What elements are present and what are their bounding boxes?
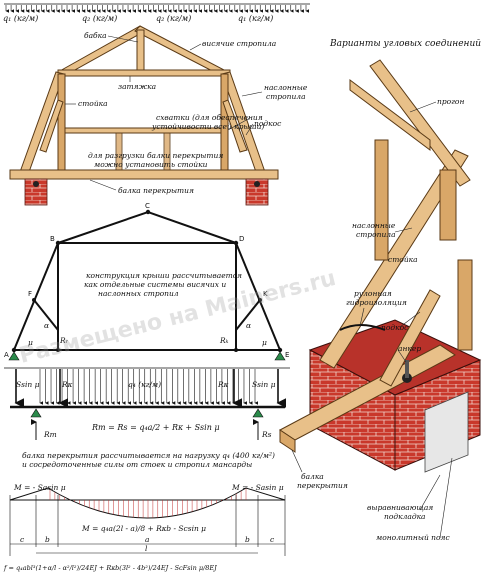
layered-rafters-label-2: стропила [266, 92, 306, 101]
floor-beam-label: балка перекрытия [118, 186, 194, 195]
dim-b-right: b [245, 535, 250, 544]
scheme-rk-label: Rₖ [219, 336, 229, 345]
pad-label-1: выравнивающая [367, 503, 433, 512]
corner-beam-label-1: балка [301, 472, 324, 481]
corner-layered-1: наслонные [352, 221, 396, 230]
beam-load-scheme [4, 367, 290, 440]
reaction-equation: Rт = Rs = q₄a/2 + Rᴋ + Ssin μ [91, 423, 220, 432]
rk-right-label: Rᴋ [217, 380, 229, 389]
beam-note-1: балка перекрытия рассчитывается на нагру… [22, 451, 275, 460]
load-q2-right-label: q₂ (кг/м) [156, 14, 191, 23]
dim-b-left: b [45, 535, 50, 544]
strut-label: подкос [254, 119, 282, 128]
dim-l: l [145, 544, 148, 553]
unload-note-2: можно установить стойки [94, 160, 208, 169]
scheme-nodes [11, 209, 283, 353]
alpha-right: α [246, 321, 251, 330]
ssin-left-label: Ssin μ [16, 380, 40, 389]
roll-label-2: гидроизоляция [346, 298, 407, 307]
moment-left-label: M = - Sasin μ [13, 483, 66, 492]
node-b: B [50, 235, 55, 243]
braces-label-2: устойчивости всей крыши) [151, 122, 264, 131]
load-q1-right-label: q₁ (кг/м) [238, 14, 273, 23]
braces-label-1: схватки (для обеспечения [156, 113, 263, 122]
moment-right-label: M = - Sasin μ [231, 483, 284, 492]
purlin-label: прогон [437, 97, 464, 106]
pad-label-2: подкладка [384, 512, 426, 521]
load-q1-label: q₁ (кг/м) [3, 14, 38, 23]
moment-mid-label: M = q₄a(2l - a)/8 + Rᴋb - Scsin μ [81, 524, 206, 533]
corner-strut-label: подкос [381, 323, 409, 332]
corner-title: Варианты угловых соединений [329, 39, 481, 49]
dim-c-right: c [270, 535, 275, 544]
tie-label: затяжка [118, 82, 156, 91]
corner-post-label: стойка [388, 255, 418, 264]
load-q2-label: q₂ (кг/м) [82, 14, 117, 23]
mu-left: μ [28, 338, 33, 347]
belt-label: монолитный пояс [376, 533, 450, 542]
node-k: K [263, 290, 268, 298]
ssin-right-label: Ssin μ [252, 380, 276, 389]
node-e: E [285, 351, 289, 359]
alpha-left: α [44, 321, 49, 330]
scheme-rr-label: Rᵣ [59, 336, 69, 345]
corner-beam-label-2: перекрытия [297, 481, 348, 490]
scheme-note-1: конструкция крыши рассчитывается [86, 271, 242, 280]
beam-note-2: и сосредоточенные силы от стоек и стропи… [22, 460, 252, 469]
layered-rafters-label-1: наслонные [264, 83, 308, 92]
deflection-formula: f = q₄abl³(1+α/l - α²/l²)/24EJ + Rᴋb(3l²… [3, 564, 217, 572]
structural-scheme [13, 210, 281, 351]
corner-layered-2: стропила [356, 230, 396, 239]
node-a: A [4, 351, 9, 359]
q4-load-label: q₄ (кг/м) [128, 380, 161, 389]
rt-label: Rт [43, 430, 57, 439]
moment-diagram [9, 487, 286, 556]
node-d: D [239, 235, 244, 243]
corner-joint-3d [279, 59, 482, 473]
scheme-supports [8, 351, 286, 361]
node-f: F [28, 290, 32, 298]
top-load-arrows [4, 3, 310, 13]
babka-label: бабка [84, 31, 107, 40]
node-c: C [145, 202, 150, 210]
post-label: стойка [78, 99, 108, 108]
mu-right: μ [262, 338, 267, 347]
unload-note-1: для разгрузки балки перекрытия [88, 151, 223, 160]
rk-left-label: Rᴋ [61, 380, 73, 389]
dim-c-left: c [20, 535, 25, 544]
roll-label-1: рулонная [354, 289, 392, 298]
dim-a: a [145, 535, 149, 544]
mansard-roof-elevation [9, 25, 279, 206]
anchor-label: анкер [398, 344, 421, 353]
scheme-note-2: как отдельные системы висячих и [84, 280, 226, 289]
rs-label: Rs [261, 430, 272, 439]
hanging-rafters-label: висячие стропила [202, 39, 276, 48]
scheme-note-3: наслонных стропил [98, 289, 179, 298]
